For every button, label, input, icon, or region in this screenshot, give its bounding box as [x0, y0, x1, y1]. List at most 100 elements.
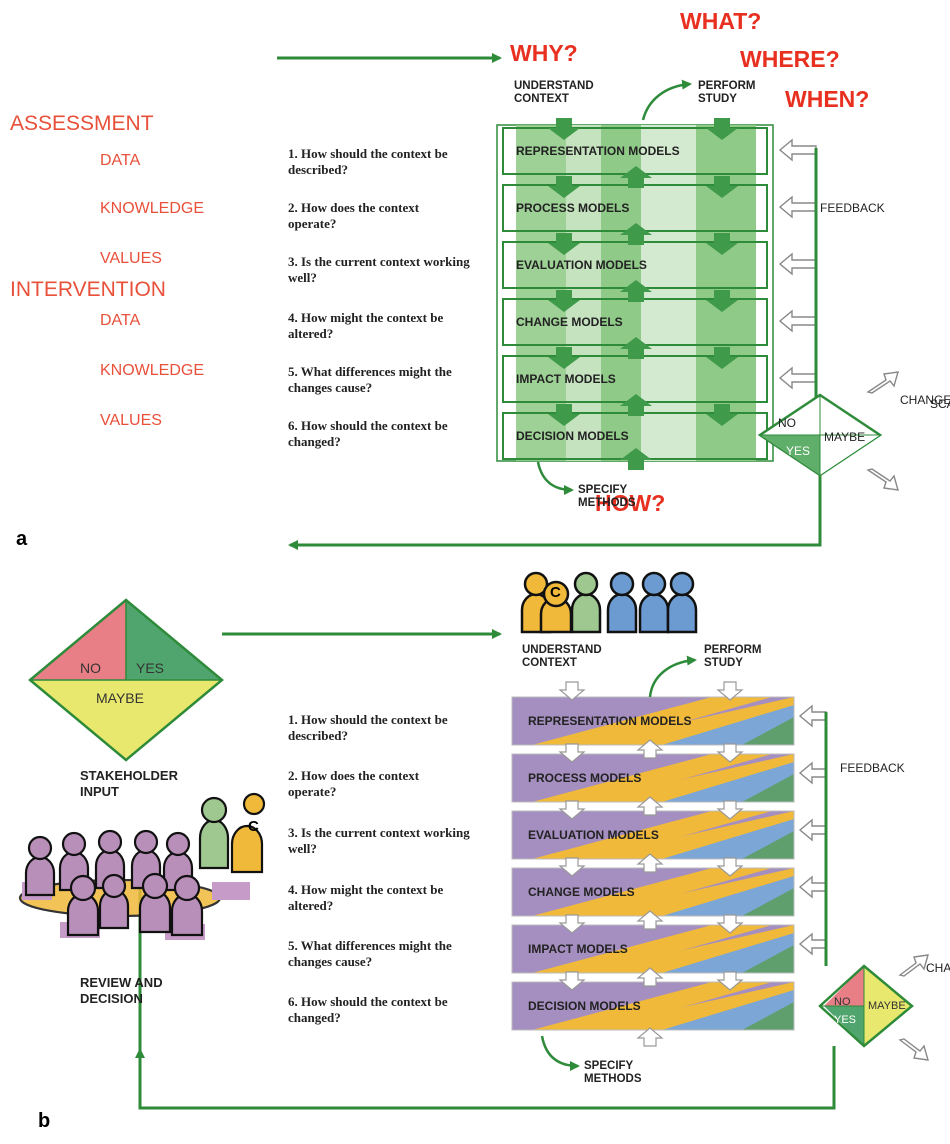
feedback-arrows-a: [778, 138, 817, 390]
question-a-5: 5. What differences might the changes ca…: [288, 364, 452, 395]
question-a-3: 3. Is the current context working well?: [288, 254, 470, 285]
flow-arrow-up: [636, 853, 664, 873]
model-row-b: [511, 981, 795, 1031]
question-a-2: 2. How does the context operate?: [288, 200, 420, 231]
question-b-1: 1. How should the context be described?: [288, 712, 448, 743]
flow-arrow-down: [716, 800, 744, 820]
flow-arrow-down: [558, 681, 586, 701]
panel-label-a: a: [16, 528, 28, 550]
question-b-3: 3. Is the current context working well?: [288, 825, 470, 856]
model-row-b: [511, 696, 795, 746]
flow-arrow-up: [636, 910, 664, 930]
heading-where: WHERE?: [740, 46, 840, 72]
diamond-b-right-no: NO: [834, 996, 851, 1008]
flow-arrow-down: [558, 914, 586, 934]
model-row-b: [511, 867, 795, 917]
label-assessment-values: VALUES: [100, 250, 162, 267]
model-a-change: CHANGE MODELS: [516, 315, 623, 329]
feedback-arrows-b: [798, 704, 827, 956]
model-b-impact: IMPACT MODELS: [528, 942, 628, 956]
model-b-change: CHANGE MODELS: [528, 885, 635, 899]
feedback-vertical-b: FEEDBACK: [840, 761, 905, 775]
flow-arrow-down: [716, 914, 744, 934]
diamond-b-right-maybe: MAYBE: [868, 1000, 906, 1012]
label-intervention-data: DATA: [100, 312, 141, 329]
model-a-process: PROCESS MODELS: [516, 201, 630, 215]
diamond-b-yes: YES: [136, 660, 165, 676]
curve-specify-b: [540, 1035, 580, 1071]
c-label-review: C: [248, 818, 259, 835]
question-b-5: 5. What differences might the changes ca…: [288, 938, 452, 969]
decision-diamond-b-right: [818, 964, 914, 1048]
stakeholder-group-top: [520, 571, 698, 634]
change-vertical-b: CHANGE: [926, 961, 950, 975]
heading-why: WHY?: [510, 40, 578, 66]
decision-diamond-b: [28, 598, 224, 762]
change-arrows-a: [866, 371, 899, 491]
curve-perform-a: [641, 79, 692, 121]
label-intervention: INTERVENTION: [10, 278, 166, 301]
question-b-4: 4. How might the context be altered?: [288, 882, 444, 913]
feedback-vertical-a: FEEDBACK: [820, 201, 885, 215]
heading-when: WHEN?: [785, 86, 870, 112]
return-loop-b: [135, 853, 836, 1110]
diamond-b-no: NO: [80, 660, 101, 676]
flow-arrow-up: [636, 967, 664, 987]
flow-arrow-down: [558, 857, 586, 877]
review-group: [18, 792, 266, 940]
curve-perform-b: [648, 655, 697, 698]
diamond-a-no: NO: [778, 416, 796, 430]
specify-methods-a: SPECIFY METHODS: [578, 484, 636, 509]
understand-context-a: UNDERSTAND CONTEXT: [514, 80, 594, 105]
question-a-4: 4. How might the context be altered?: [288, 310, 444, 341]
flow-arrow-down: [716, 681, 744, 701]
flow-arrow-down: [558, 743, 586, 763]
specify-methods-b: SPECIFY METHODS: [584, 1060, 642, 1085]
change-arrows-b: [898, 954, 929, 1061]
flow-arrow-up: [636, 1027, 664, 1047]
panel-label-b: b: [38, 1110, 51, 1132]
label-assessment-data: DATA: [100, 152, 141, 169]
scale-vertical-a: SCALE: [930, 397, 950, 411]
model-row-b: [511, 924, 795, 974]
model-b-evaluation: EVALUATION MODELS: [528, 828, 659, 842]
heading-what: WHAT?: [680, 8, 762, 34]
model-row-b: [511, 753, 795, 803]
model-a-representation: REPRESENTATION MODELS: [516, 144, 680, 158]
question-a-1: 1. How should the context be described?: [288, 146, 448, 177]
flow-arrow-down: [716, 857, 744, 877]
diamond-a-maybe: MAYBE: [824, 430, 866, 444]
flow-arrows-b: [558, 681, 744, 1047]
flow-arrows-a: [548, 118, 738, 470]
curve-specify-a: [536, 461, 574, 495]
model-b-decision: DECISION MODELS: [528, 999, 641, 1013]
perform-study-b: PERFORM STUDY: [704, 644, 762, 669]
question-b-2: 2. How does the context operate?: [288, 768, 420, 799]
understand-context-b: UNDERSTAND CONTEXT: [522, 644, 602, 669]
flow-arrow-up: [636, 739, 664, 759]
model-a-impact: IMPACT MODELS: [516, 372, 616, 386]
flow-arrow-down: [558, 971, 586, 991]
flow-arrow-down: [716, 971, 744, 991]
diamond-b-right-yes: YES: [834, 1014, 857, 1026]
c-label-top: C: [550, 584, 561, 601]
label-intervention-knowledge: KNOWLEDGE: [100, 362, 205, 379]
question-a-6: 6. How should the context be changed?: [288, 418, 448, 449]
model-a-evaluation: EVALUATION MODELS: [516, 258, 647, 272]
change-vertical-a: CHANGE: [900, 393, 950, 407]
model-b-representation: REPRESENTATION MODELS: [528, 714, 692, 728]
model-a-decision: DECISION MODELS: [516, 429, 629, 443]
model-b-process: PROCESS MODELS: [528, 771, 642, 785]
label-intervention-values: VALUES: [100, 412, 162, 429]
diamond-a-yes: YES: [786, 444, 811, 458]
perform-study-a: PERFORM STUDY: [698, 80, 756, 105]
question-b-6: 6. How should the context be changed?: [288, 994, 448, 1025]
stakeholder-input: STAKEHOLDER INPUT: [80, 768, 178, 799]
flow-arrow-down: [716, 743, 744, 763]
label-assessment-knowledge: KNOWLEDGE: [100, 200, 205, 217]
review-decision: REVIEW AND DECISION: [80, 975, 163, 1006]
return-loop-a: [288, 475, 822, 550]
heading-how: HOW?: [595, 490, 666, 516]
